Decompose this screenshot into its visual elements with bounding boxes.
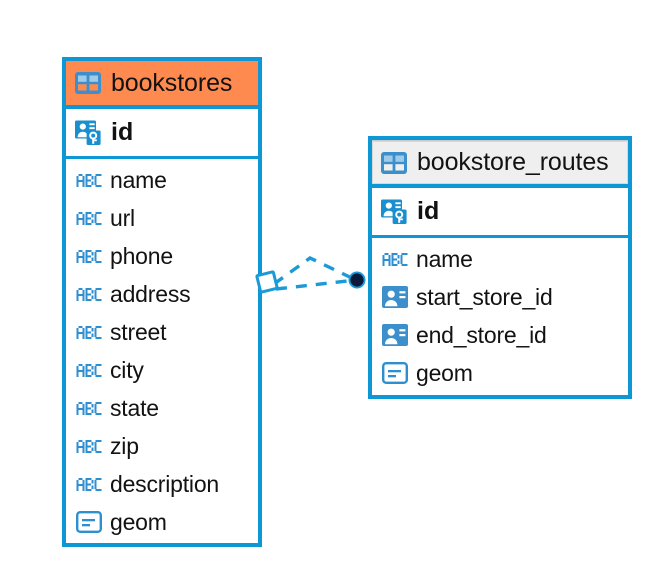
primary-key-icon: [381, 198, 409, 226]
field-label: name: [110, 166, 167, 193]
entity-title: bookstores: [111, 68, 233, 97]
field-label: description: [110, 470, 220, 497]
field-label: street: [110, 318, 167, 345]
field-label: name: [416, 245, 473, 272]
entity-bookstore-routes[interactable]: bookstore_routes id: [368, 136, 632, 399]
field-row-street[interactable]: street: [66, 313, 258, 351]
field-row-city[interactable]: city: [66, 351, 258, 389]
abc-text-icon: [76, 249, 102, 263]
field-label: state: [110, 394, 159, 421]
filled-circle-marker[interactable]: [348, 271, 366, 289]
abc-text-icon: [76, 211, 102, 225]
relationship-line-upper: [273, 256, 357, 286]
field-label: zip: [110, 432, 139, 459]
foreign-key-icon: [382, 324, 408, 346]
field-label: geom: [110, 508, 167, 535]
diamond-outline-marker[interactable]: [255, 270, 279, 294]
geometry-icon: [76, 511, 103, 534]
field-row-primary-key[interactable]: id: [372, 188, 628, 238]
field-row-geom[interactable]: geom: [66, 503, 258, 541]
entity-title: bookstore_routes: [417, 148, 609, 176]
field-label: start_store_id: [416, 283, 553, 310]
entity-header-bookstore-routes[interactable]: bookstore_routes: [372, 140, 628, 188]
field-row-start-store-id[interactable]: start_store_id: [372, 278, 628, 316]
relationship-connector[interactable]: [252, 238, 378, 318]
field-label: url: [110, 204, 135, 231]
abc-text-icon: [76, 401, 102, 415]
field-row-description[interactable]: description: [66, 465, 258, 503]
abc-text-icon: [76, 439, 102, 453]
field-row-name[interactable]: name: [372, 240, 628, 278]
field-row-state[interactable]: state: [66, 389, 258, 427]
entity-bookstores[interactable]: bookstores id: [62, 57, 262, 547]
abc-text-icon: [382, 252, 408, 266]
field-label: geom: [416, 359, 473, 386]
abc-text-icon: [76, 363, 102, 377]
abc-text-icon: [76, 325, 102, 339]
entity-header-bookstores[interactable]: bookstores: [66, 61, 258, 109]
field-row-primary-key[interactable]: id: [66, 109, 258, 159]
field-row-zip[interactable]: zip: [66, 427, 258, 465]
field-label: address: [110, 280, 191, 307]
field-row-phone[interactable]: phone: [66, 237, 258, 275]
field-row-geom[interactable]: geom: [372, 354, 628, 392]
foreign-key-icon: [382, 286, 408, 308]
abc-text-icon: [76, 477, 102, 491]
field-list-bookstore-routes: name start_store_id: [372, 238, 628, 392]
field-label: city: [110, 356, 144, 383]
field-row-end-store-id[interactable]: end_store_id: [372, 316, 628, 354]
table-icon: [381, 151, 407, 174]
field-label: id: [111, 118, 134, 146]
field-label: id: [417, 197, 440, 225]
field-row-url[interactable]: url: [66, 199, 258, 237]
field-label: phone: [110, 242, 173, 269]
abc-text-icon: [76, 173, 102, 187]
geometry-icon: [382, 362, 409, 385]
field-row-address[interactable]: address: [66, 275, 258, 313]
field-label: end_store_id: [416, 321, 547, 348]
primary-key-icon: [75, 119, 103, 147]
abc-text-icon: [76, 287, 102, 301]
field-list-bookstores: name u: [66, 159, 258, 541]
relationship-line-lower: [275, 278, 357, 291]
table-icon: [75, 72, 101, 94]
field-row-name[interactable]: name: [66, 161, 258, 199]
